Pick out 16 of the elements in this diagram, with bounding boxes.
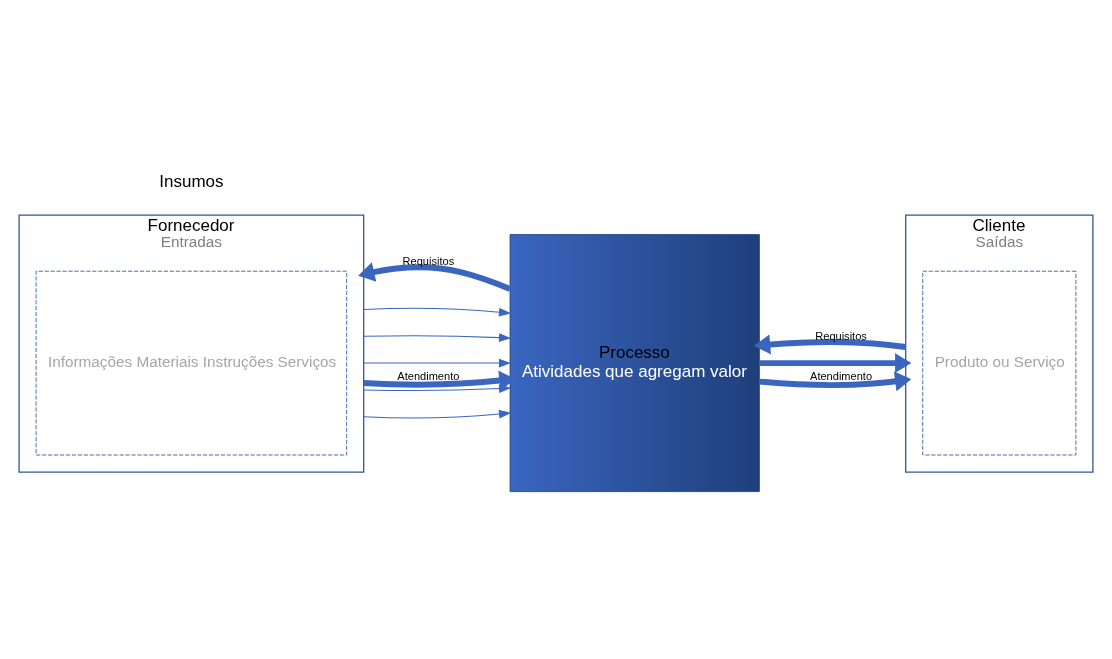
arrow: [759, 371, 912, 392]
edge-label: Atendimento: [810, 370, 873, 383]
arrow: [363, 307, 512, 317]
arrow: [363, 358, 512, 368]
node-box: Processo Atividades que agregam valor: [509, 234, 760, 493]
arrow: [363, 409, 512, 419]
arrow: [363, 333, 512, 342]
edge-label: Requisitos: [402, 254, 455, 267]
edge-label: Atendimento: [397, 370, 460, 383]
node-box: Produto ou Serviço: [922, 270, 1077, 456]
edge-label: Requisitos: [815, 329, 867, 342]
arrow: [753, 334, 907, 355]
arrow: [759, 353, 912, 374]
arrow: [358, 262, 512, 292]
node-box: Informações Materiais Instruções Serviços: [35, 270, 348, 456]
label: Insumos: [159, 171, 224, 191]
